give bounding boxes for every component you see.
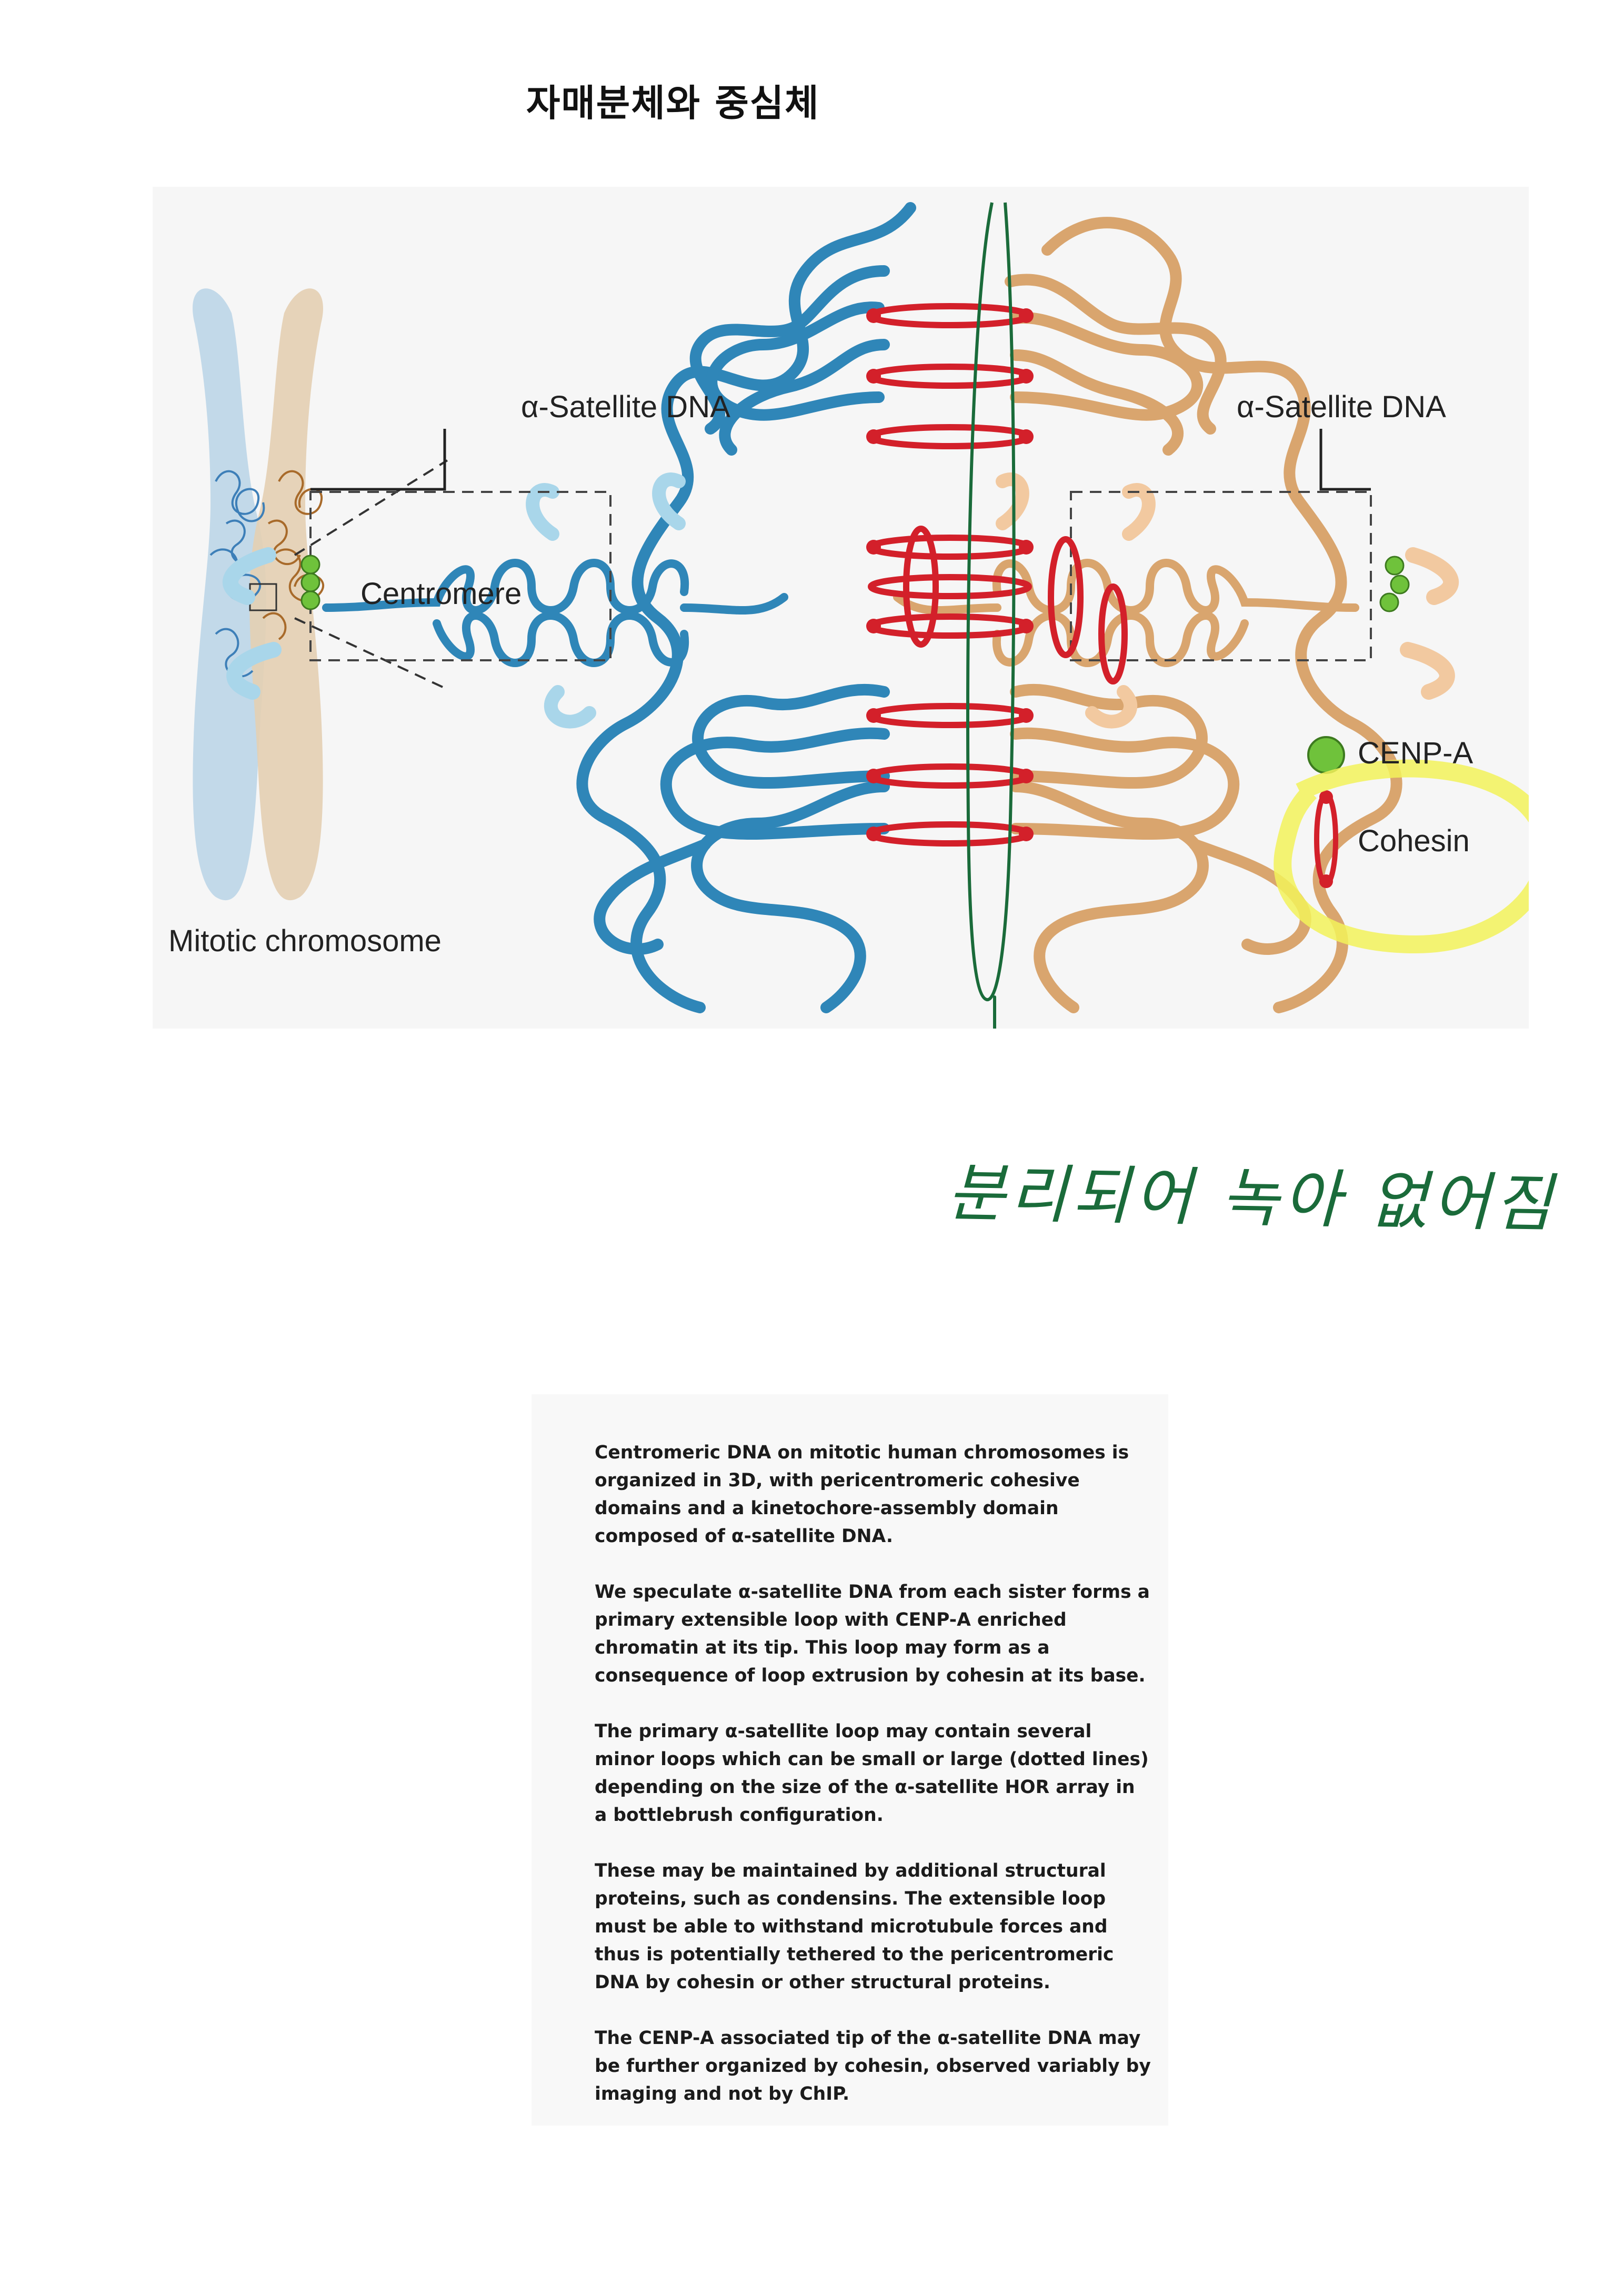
left-bracket: [310, 429, 446, 491]
green-oval-annotation: [966, 202, 1016, 1001]
right-bracket: [1319, 429, 1371, 491]
legend-cohesin-label: Cohesin: [1358, 824, 1470, 858]
note-paragraph-3: The primary α-satellite loop may contain…: [595, 1721, 1149, 1826]
handwritten-note: 분리되어 녹아 없어짐: [946, 1156, 1557, 1241]
mitotic-chromosome-label: Mitotic chromosome: [168, 924, 442, 958]
alpha-satellite-label-left: α-Satellite DNA: [521, 390, 730, 424]
legend-cohesin-icon: [1314, 790, 1338, 888]
cenpa-clusters: [300, 555, 1410, 612]
legend-cenpa-label: CENP-A: [1358, 736, 1473, 770]
sister-chromatid-tan: [1005, 217, 1402, 1013]
note-paragraph-4: These may be maintained by additional st…: [595, 1860, 1114, 1993]
notes-panel: [532, 1394, 1168, 2126]
cohesin-heads: [866, 308, 1034, 841]
alpha-satellite-label-right: α-Satellite DNA: [1237, 390, 1446, 424]
figure-illustration: [193, 202, 1529, 1029]
alpha-satellite-right: [893, 472, 1459, 729]
sister-chromatid-blue: [576, 202, 916, 1013]
note-paragraph-5: The CENP-A associated tip of the α-satel…: [595, 2028, 1151, 2104]
centromere-label: Centromere: [360, 577, 522, 611]
note-paragraph-2: We speculate α-satellite DNA from each s…: [595, 1582, 1150, 1686]
yellow-highlight-annotation: [1274, 759, 1529, 954]
note-paragraph-1: Centromeric DNA on mitotic human chromos…: [595, 1442, 1129, 1547]
alpha-satellite-left: [222, 472, 788, 729]
centromere-figure: α-Satellite DNA α-Satellite DNA Centrome…: [153, 187, 1529, 1029]
page-title: 자매분체와 중심체: [526, 82, 820, 125]
down-arrow-annotation: [993, 995, 996, 1029]
legend-cenpa-icon: [1307, 736, 1345, 774]
